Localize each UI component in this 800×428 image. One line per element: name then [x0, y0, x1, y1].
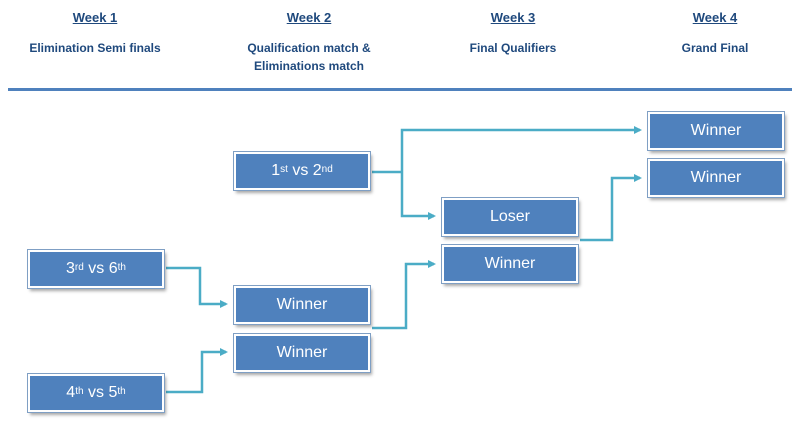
week-subtitle: Grand Final [681, 41, 749, 55]
week-title: Week 2 [286, 10, 332, 25]
week4-winner-top: Winner [647, 111, 785, 151]
week-4-header: Week 4 Grand Final [640, 10, 790, 57]
connector-wk3-to-week4-winner [580, 174, 642, 242]
seed-number: 4 [66, 384, 76, 401]
connector-1v2-to-week4-winner [400, 126, 642, 172]
week-title: Week 3 [490, 10, 536, 25]
vs-text: vs [83, 260, 109, 277]
box-label: Loser [489, 208, 531, 225]
seed-number: 3 [66, 260, 75, 277]
connector-3v6-to-winner [166, 266, 228, 308]
header-divider [8, 88, 792, 91]
connector-4v5-to-winner [166, 348, 228, 394]
week-title: Week 4 [692, 10, 738, 25]
vs-text: vs [287, 162, 313, 179]
seed-number: 2 [312, 162, 322, 179]
box-label: Winner [690, 122, 742, 139]
box-label: Winner [690, 169, 742, 186]
week-subtitle: Qualification match & Eliminations match [247, 41, 371, 73]
seed-number: 5 [108, 384, 118, 401]
week-subtitle: Final Qualifiers [469, 41, 557, 55]
week-3-header: Week 3 Final Qualifiers [440, 10, 586, 57]
connector-1v2-to-loser [400, 172, 436, 220]
seed-number: 1 [271, 162, 281, 179]
week-2-header: Week 2 Qualification match & Elimination… [226, 10, 392, 75]
week2-winner-top: Winner [233, 285, 371, 325]
week4-winner-bottom: Winner [647, 158, 785, 198]
week-title: Week 1 [72, 10, 118, 25]
connector-wk2-to-wk3-winner [372, 260, 436, 330]
week-subtitle: Elimination Semi finals [29, 41, 161, 55]
week-1-header: Week 1 Elimination Semi finals [20, 10, 170, 57]
box-label: Winner [276, 296, 328, 313]
box-label: Winner [276, 344, 328, 361]
week3-winner: Winner [441, 244, 579, 284]
box-label: Winner [484, 255, 536, 272]
seed-number: 6 [108, 260, 118, 277]
vs-text: vs [83, 384, 109, 401]
week2-winner-bottom: Winner [233, 333, 371, 373]
week3-loser: Loser [441, 197, 579, 237]
